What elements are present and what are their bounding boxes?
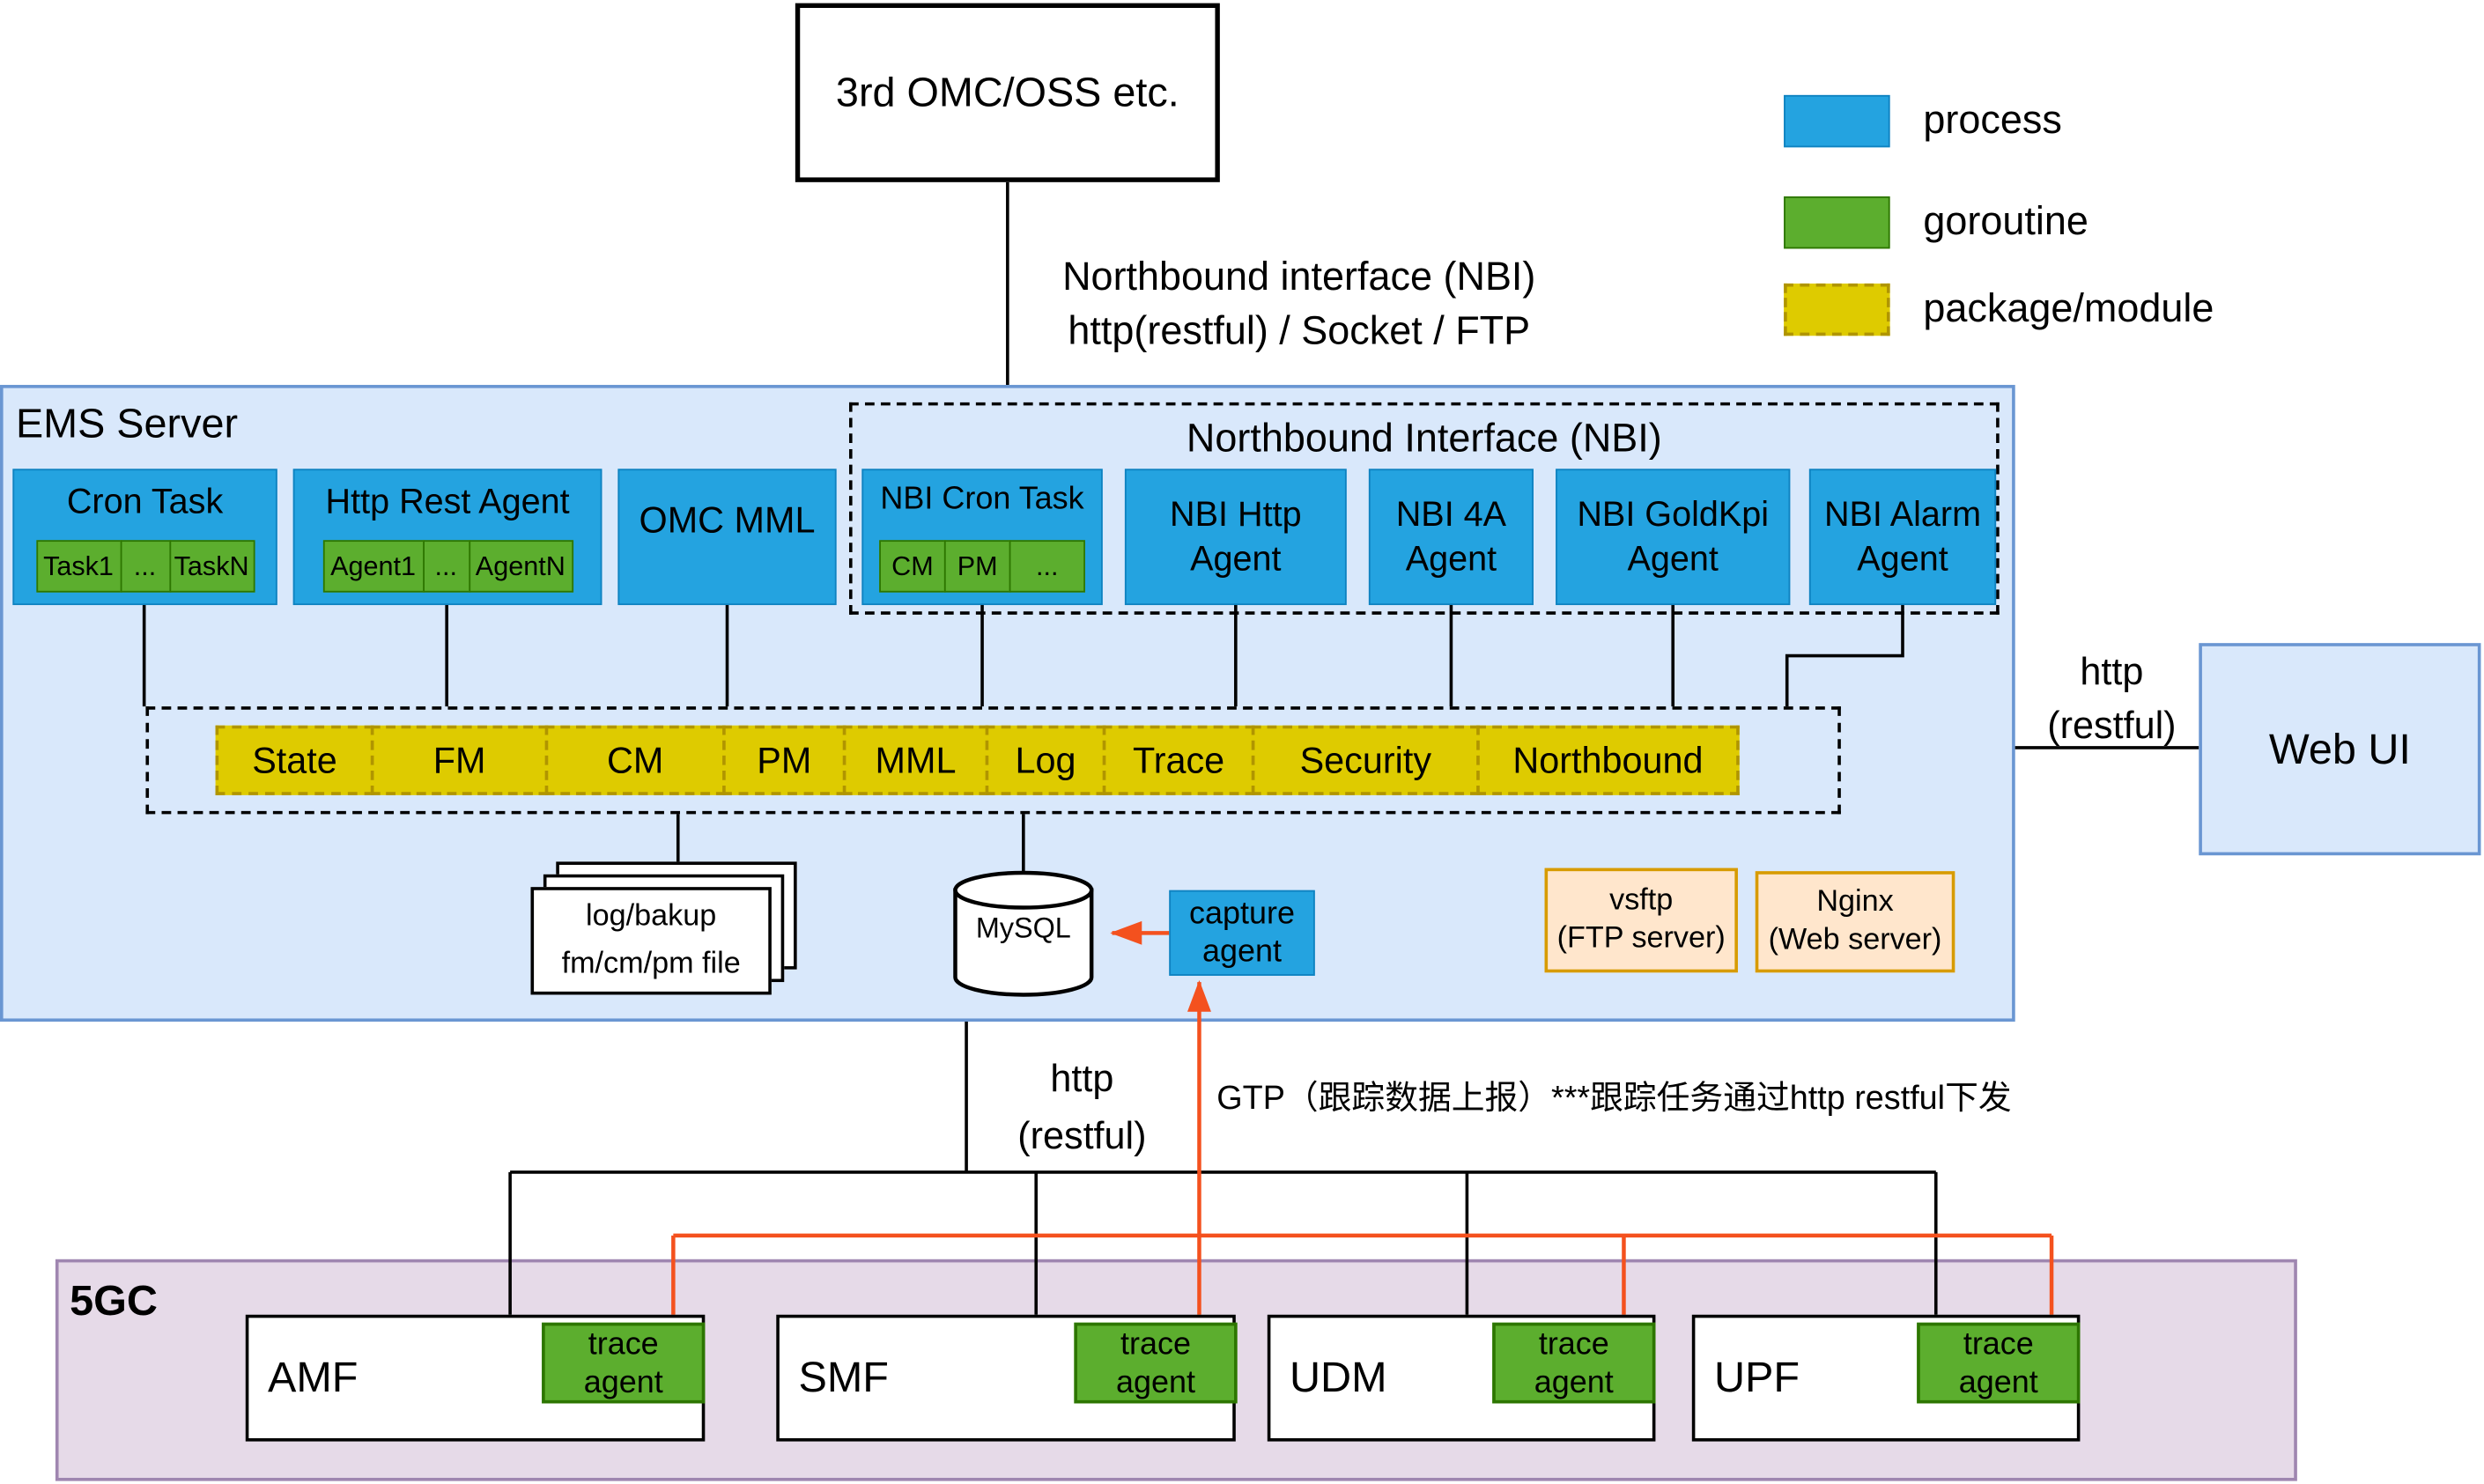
mysql-cylinder [953,870,1094,997]
smf-trace-agent: trace agent [1074,1322,1238,1404]
mysql-cylinder-body [953,888,1094,997]
omc-mml-label: OMC MML [639,498,816,541]
upf-label: UPF [1713,1353,1800,1401]
fivegc-title: 5GC [70,1276,159,1325]
web-ui-http-label: http (restful) [2047,651,2177,748]
cron-task-box: Cron Task Task1 ... TaskN [12,469,277,606]
nbi-cron-task-title: NBI Cron Task [880,481,1084,517]
nbi-group-box [848,402,2000,615]
mysql-label: MySQL [975,912,1071,944]
connector-nbialarm-pkg [1785,605,1904,707]
ems-server-title: EMS Server [15,399,239,447]
legend-swatch-package [1784,283,1890,336]
third-party-omc-box: 3rd OMC/OSS etc. [795,3,1220,182]
package-row: State FM CM PM MML Log Trace Security No… [215,725,1740,795]
package-trace: Trace [1102,725,1255,795]
legend-swatch-process [1784,94,1890,148]
package-cm: CM [544,725,726,795]
goroutine-agent1: Agent1 [322,540,425,593]
capture-agent-box: capture agent [1169,890,1315,976]
nbi-cron-task-goroutines: CM PM ... [879,540,1085,593]
nbi-goldkpi-agent-box: NBI GoldKpi Agent [1556,469,1791,606]
cron-task-goroutines: Task1 ... TaskN [35,540,255,593]
goroutine-agentn: AgentN [468,540,573,593]
nbi-link-label: Northbound interface (NBI) http(restful)… [1062,255,1536,354]
legend-swatch-goroutine [1784,196,1890,249]
package-pm: PM [722,725,846,795]
mysql-cylinder-top [953,870,1094,910]
goroutine-task1: Task1 [35,540,122,593]
amf-trace-agent: trace agent [542,1322,706,1404]
package-mml: MML [842,725,989,795]
package-northbound: Northbound [1476,725,1740,795]
http-rest-agent-title: Http Rest Agent [325,481,570,521]
package-state: State [215,725,374,795]
goroutine-cm: CM [879,540,946,593]
goroutine-pm: PM [943,540,1011,593]
omc-mml-box: OMC MML [617,469,837,606]
gtp-label: GTP（跟踪数据上报）***跟踪任务通过http restful下发 [1216,1080,2012,1117]
http-rest-agent-goroutines: Agent1 ... AgentN [322,540,573,593]
goroutine-taskn: TaskN [168,540,255,593]
package-security: Security [1251,725,1480,795]
package-fm: FM [370,725,549,795]
vsftp-box: vsftp (FTP server) [1544,868,1738,973]
nbi-http-agent-box: NBI Http Agent [1124,469,1347,606]
file-stack-page-front: log/bakup fm/cm/pm file [530,887,772,995]
cron-task-title: Cron Task [66,481,224,521]
goroutine-task-ellipsis: ... [119,540,171,593]
udm-label: UDM [1289,1353,1387,1401]
legend-label-process: process [1923,98,2062,143]
udm-trace-agent: trace agent [1492,1322,1656,1404]
nginx-box: Nginx (Web server) [1755,871,1955,973]
package-log: Log [985,725,1106,795]
fivegc-http-label: http (restful) [1017,1058,1147,1158]
amf-label: AMF [267,1353,359,1401]
nbi-alarm-agent-box: NBI Alarm Agent [1808,469,1997,606]
web-ui-box: Web UI [2199,643,2481,856]
legend-label-goroutine: goroutine [1923,199,2088,244]
nbi-group-title: Northbound Interface (NBI) [1186,417,1662,461]
goroutine-nbi-ellipsis: ... [1009,540,1085,593]
nbi-4a-agent-box: NBI 4A Agent [1368,469,1534,606]
smf-label: SMF [798,1353,889,1401]
goroutine-agent-ellipsis: ... [422,540,470,593]
upf-trace-agent: trace agent [1917,1322,2081,1404]
legend-label-package: package/module [1923,286,2214,331]
http-rest-agent-box: Http Rest Agent Agent1 ... AgentN [292,469,603,606]
nbi-cron-task-box: NBI Cron Task CM PM ... [861,469,1103,606]
package-group-box [145,706,1841,815]
